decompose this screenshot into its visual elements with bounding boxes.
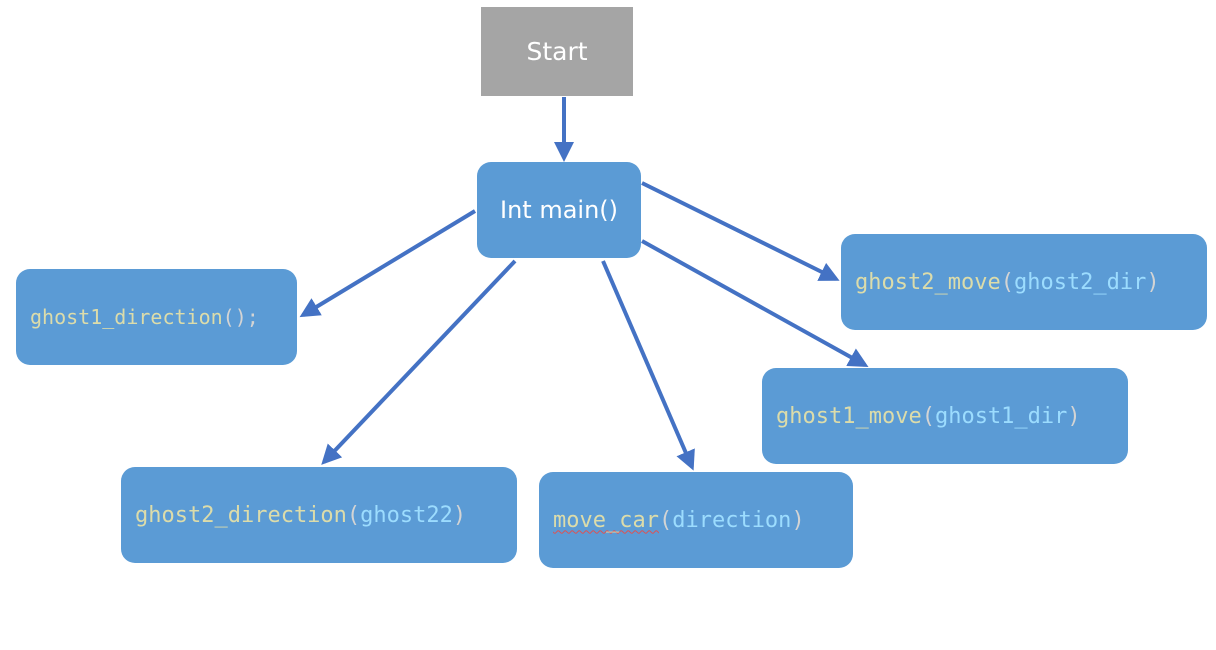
close-paren: ) xyxy=(1146,269,1160,295)
function-name: ghost1_direction xyxy=(30,305,223,329)
arrow-main-to-ghost1-direction xyxy=(299,209,477,318)
function-name: ghost2_move xyxy=(855,269,1001,295)
main-node: Int main() xyxy=(477,162,641,258)
open-paren: ( xyxy=(658,507,673,533)
start-node: Start xyxy=(481,7,633,96)
move-car-call: move_car(direction) xyxy=(553,508,805,533)
ghost2-direction-node: ghost2_direction(ghost22) xyxy=(121,467,517,563)
open-paren: ( xyxy=(921,403,935,429)
open-paren: ( xyxy=(1000,269,1014,295)
ghost1-move-node: ghost1_move(ghost1_dir) xyxy=(762,368,1128,464)
close-paren: ) xyxy=(452,502,467,528)
ghost1-direction-node: ghost1_direction(); xyxy=(16,269,297,365)
ghost2-direction-call: ghost2_direction(ghost22) xyxy=(135,503,466,528)
function-name: ghost2_direction xyxy=(135,502,347,528)
move-car-node: move_car(direction) xyxy=(539,472,853,568)
argument: direction xyxy=(672,507,792,533)
ghost2-move-node: ghost2_move(ghost2_dir) xyxy=(841,234,1207,330)
argument: ghost22 xyxy=(360,502,453,528)
open-paren: ( xyxy=(346,502,361,528)
function-name: move_car xyxy=(553,507,659,533)
ghost1-move-call: ghost1_move(ghost1_dir) xyxy=(776,404,1081,429)
close-paren: ) xyxy=(1067,403,1081,429)
ghost1-direction-call: ghost1_direction(); xyxy=(30,305,259,329)
main-label: Int main() xyxy=(499,196,619,224)
ghost2-move-call: ghost2_move(ghost2_dir) xyxy=(855,270,1160,295)
argument: ghost2_dir xyxy=(1013,269,1147,295)
argument: ghost1_dir xyxy=(934,403,1068,429)
arrow-main-to-ghost2-direction xyxy=(321,259,517,465)
close-paren: ) xyxy=(791,507,805,533)
arrow-main-to-ghost2-move xyxy=(641,181,840,281)
call-parens: (); xyxy=(222,305,259,329)
function-name: ghost1_move xyxy=(776,403,922,429)
start-label: Start xyxy=(526,37,588,66)
arrow-main-to-move-car xyxy=(601,260,695,471)
arrow-main-to-ghost1-move xyxy=(641,239,869,367)
